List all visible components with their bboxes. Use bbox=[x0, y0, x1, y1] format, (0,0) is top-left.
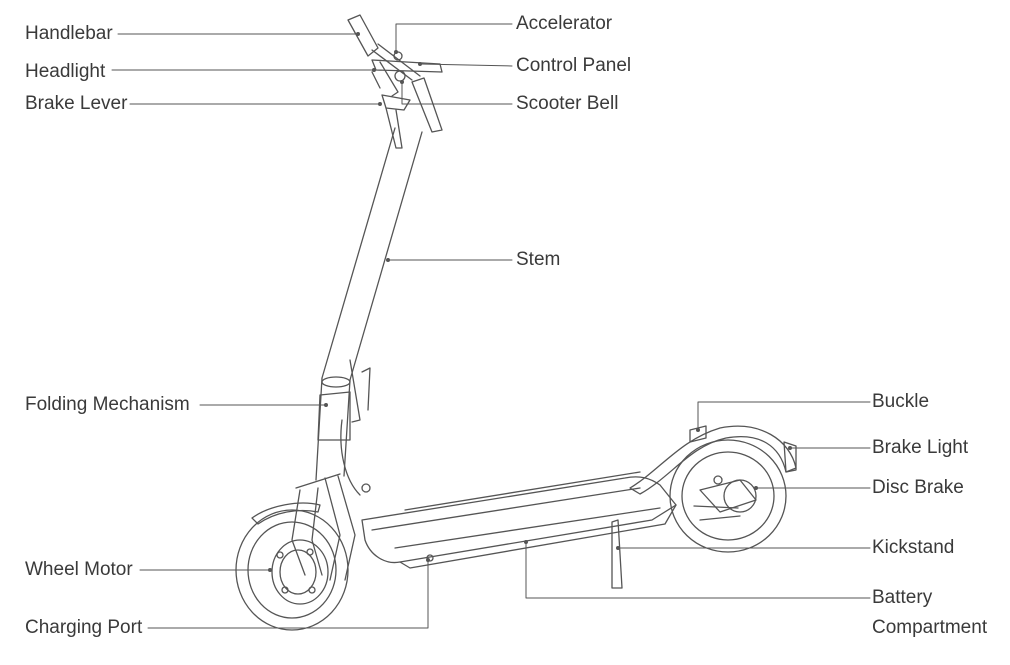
folding-mechanism-part bbox=[317, 359, 371, 496]
leader-control-panel bbox=[419, 63, 513, 67]
buckle-part bbox=[689, 425, 707, 443]
handlebar-part bbox=[347, 14, 443, 149]
label-disc-brake: Disc Brake bbox=[872, 477, 964, 498]
label-brake-lever: Brake Lever bbox=[25, 93, 128, 114]
label-folding-mechanism: Folding Mechanism bbox=[25, 394, 190, 415]
label-charging-port: Charging Port bbox=[25, 617, 143, 638]
label-stem: Stem bbox=[516, 249, 561, 270]
label-kickstand: Kickstand bbox=[872, 537, 955, 558]
kickstand-part bbox=[611, 519, 623, 589]
front-fork bbox=[291, 473, 356, 581]
label-control-panel: Control Panel bbox=[516, 55, 632, 76]
label-buckle: Buckle bbox=[872, 391, 930, 412]
rear-fender bbox=[629, 425, 797, 495]
label-brake-light: Brake Light bbox=[872, 437, 969, 458]
rear-wheel bbox=[669, 439, 787, 553]
leader-charging bbox=[147, 559, 429, 629]
leader-lines bbox=[111, 23, 871, 629]
leader-accelerator bbox=[395, 23, 513, 53]
leader-scooter-bell bbox=[401, 81, 513, 105]
brake-light-part bbox=[783, 441, 797, 473]
label-headlight: Headlight bbox=[25, 61, 106, 82]
label-scooter-bell: Scooter Bell bbox=[516, 93, 619, 114]
label-battery-line2: Compartment bbox=[872, 617, 988, 638]
front-fender bbox=[251, 502, 321, 525]
stem bbox=[315, 127, 423, 481]
label-battery-line1: Battery bbox=[872, 587, 933, 608]
label-handlebar: Handlebar bbox=[25, 23, 113, 44]
leader-battery bbox=[525, 541, 871, 599]
label-wheel-motor: Wheel Motor bbox=[25, 559, 133, 580]
deck bbox=[361, 471, 677, 569]
leader-dots bbox=[268, 32, 792, 572]
label-accelerator: Accelerator bbox=[516, 13, 613, 34]
leader-buckle bbox=[697, 401, 871, 431]
front-wheel bbox=[235, 509, 349, 631]
